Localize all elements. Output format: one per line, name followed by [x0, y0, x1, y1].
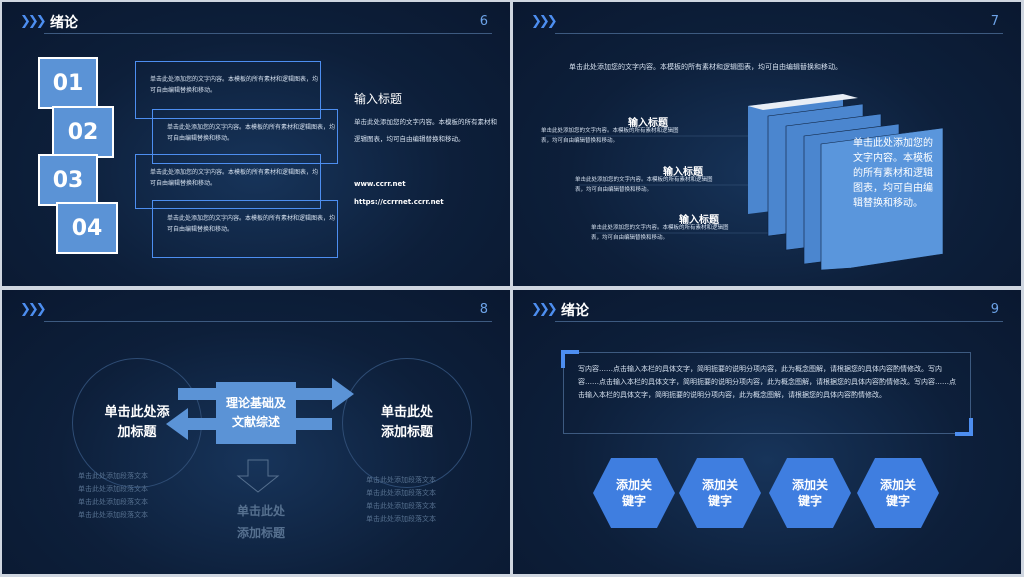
text-box-4[interactable]: 单击此处添加您的文字内容。本模板的所有素材和逻辑图表，均可自由编辑替换和移动。 — [152, 200, 338, 258]
link-2[interactable]: https://ccrrnet.ccrr.net — [354, 198, 444, 206]
label-text-3: 单击此处添加您的文字内容。本模板的所有素材和逻辑图表，均可自由编辑替换和移动。 — [591, 225, 729, 241]
right-list: 单击此处添加段落文本 单击此处添加段落文本 单击此处添加段落文本 单击此处添加段… — [366, 474, 436, 526]
corner-bracket — [561, 350, 579, 368]
right-circle[interactable]: 单击此处添加标题 — [342, 358, 472, 488]
paragraph-text: 写内容……点击输入本栏的具体文字，简明扼要的说明分项内容，此为概念图解，请根据您… — [578, 365, 956, 399]
number-box-04[interactable]: 04 — [56, 202, 118, 254]
left-circle-title: 单击此处添加标题 — [104, 405, 170, 440]
page-number: 7 — [990, 14, 999, 29]
text-box-3-text: 单击此处添加您的文字内容。本模板的所有素材和逻辑图表，均可自由编辑替换和移动。 — [150, 169, 319, 187]
slide-8[interactable]: ❯❯❯ 8 单击此处添加标题 单击此处添加标题 理论基础及文献综述 单击此处添加… — [2, 290, 510, 574]
number-box-03[interactable]: 03 — [38, 154, 98, 206]
section-title: 绪论 — [50, 15, 78, 31]
text-box-1[interactable]: 单击此处添加您的文字内容。本模板的所有素材和逻辑图表，均可自由编辑替换和移动。 — [135, 61, 321, 119]
label-title-2: 输入标题 — [663, 167, 703, 178]
label-text-2: 单击此处添加您的文字内容。本模板的所有素材和逻辑图表，均可自由编辑替换和移动。 — [575, 177, 713, 193]
right-circle-title: 单击此处添加标题 — [380, 405, 433, 440]
book-stack-graphic — [545, 94, 944, 271]
text-box-4-text: 单击此处添加您的文字内容。本模板的所有素材和逻辑图表，均可自由编辑替换和移动。 — [167, 215, 336, 233]
book-text: 单击此处添加您的文字内容。本模板的所有素材和逻辑图表，均可自由编辑替换和移动。 — [853, 138, 933, 209]
list-item: 单击此处添加段落文本 — [366, 502, 436, 510]
intro-text: 单击此处添加您的文字内容。本模板的所有素材和逻辑图表，均可自由编辑替换和移动。 — [569, 63, 842, 71]
chevron-right-icon: ❯❯❯ — [531, 14, 558, 29]
side-heading: 输入标题 — [354, 92, 403, 106]
keyword-label: 添加关键字 — [791, 478, 828, 508]
label-title-3: 输入标题 — [679, 215, 719, 226]
slide-9[interactable]: ❯❯❯ 绪论 9 写内容……点击输入本栏的具体文字，简明扼要的说明分项内容，此为… — [513, 290, 1021, 574]
number-box-02[interactable]: 02 — [52, 106, 114, 158]
list-item: 单击此处添加段落文本 — [78, 498, 148, 506]
keyword-label: 添加关键字 — [701, 478, 738, 508]
list-item: 单击此处添加段落文本 — [78, 511, 148, 519]
keyword-hex-1[interactable]: 添加关键字 — [593, 458, 675, 528]
header-divider — [44, 321, 492, 322]
list-item: 单击此处添加段落文本 — [366, 476, 436, 484]
side-body: 单击此处添加您的文字内容。本模板的所有素材和逻辑图表，均可自由编辑替换和移动。 — [354, 118, 497, 143]
page-number: 9 — [990, 302, 999, 317]
keyword-label: 添加关键字 — [879, 478, 916, 508]
keyword-label: 添加关键字 — [615, 478, 652, 508]
number-box-01[interactable]: 01 — [38, 57, 98, 109]
link-1[interactable]: www.ccrr.net — [354, 180, 406, 188]
left-list: 单击此处添加段落文本 单击此处添加段落文本 单击此处添加段落文本 单击此处添加段… — [78, 470, 148, 522]
list-item: 单击此处添加段落文本 — [366, 515, 436, 523]
list-item: 单击此处添加段落文本 — [366, 489, 436, 497]
paragraph-frame[interactable]: 写内容……点击输入本栏的具体文字，简明扼要的说明分项内容，此为概念图解，请根据您… — [561, 350, 973, 436]
slide-6[interactable]: ❯❯❯ 绪论 6 单击此处添加您的文字内容。本模板的所有素材和逻辑图表，均可自由… — [2, 2, 510, 286]
text-box-1-text: 单击此处添加您的文字内容。本模板的所有素材和逻辑图表，均可自由编辑替换和移动。 — [150, 76, 319, 94]
chevron-right-icon: ❯❯❯ — [20, 14, 47, 29]
page-number: 8 — [479, 302, 488, 317]
header-divider — [44, 33, 492, 34]
list-item: 单击此处添加段落文本 — [78, 472, 148, 480]
text-box-2-text: 单击此处添加您的文字内容。本模板的所有素材和逻辑图表，均可自由编辑替换和移动。 — [167, 124, 336, 142]
section-title: 绪论 — [561, 303, 589, 319]
page-number: 6 — [479, 14, 488, 29]
label-text-1: 单击此处添加您的文字内容。本模板的所有素材和逻辑图表，均可自由编辑替换和移动。 — [541, 128, 679, 144]
center-box-label: 理论基础及文献综述 — [225, 396, 286, 429]
keyword-hex-3[interactable]: 添加关键字 — [769, 458, 851, 528]
center-box[interactable]: 理论基础及文献综述 — [216, 382, 296, 444]
list-item: 单击此处添加段落文本 — [78, 485, 148, 493]
label-title-1: 输入标题 — [628, 118, 668, 129]
text-box-3[interactable]: 单击此处添加您的文字内容。本模板的所有素材和逻辑图表，均可自由编辑替换和移动。 — [135, 154, 321, 209]
corner-bracket — [955, 418, 973, 436]
header-divider — [555, 321, 1003, 322]
chevron-right-icon: ❯❯❯ — [20, 302, 47, 317]
keyword-hex-2[interactable]: 添加关键字 — [679, 458, 761, 528]
text-box-2[interactable]: 单击此处添加您的文字内容。本模板的所有素材和逻辑图表，均可自由编辑替换和移动。 — [152, 109, 338, 164]
bottom-title: 单击此处添加标题 — [236, 504, 285, 540]
header-divider — [555, 33, 1003, 34]
slide-7[interactable]: ❯❯❯ 7 单击此处添加您的文字内容。本模板的所有素材和逻辑图表，均可自由编辑替… — [513, 2, 1021, 286]
keyword-hex-4[interactable]: 添加关键字 — [857, 458, 939, 528]
chevron-right-icon: ❯❯❯ — [531, 302, 558, 317]
